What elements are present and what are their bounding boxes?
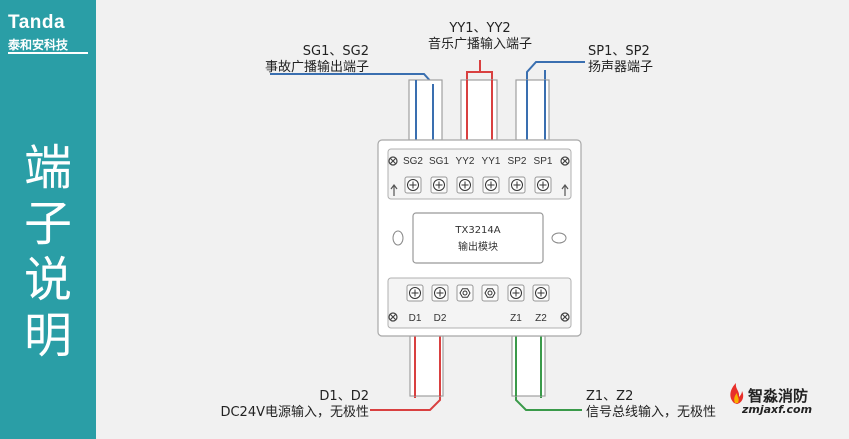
label-sg-desc: 事故广播输出端子 [264,60,369,75]
label-sg: SG1、SG2 事故广播输出端子 [265,44,369,76]
sidebar: Tanda 泰和安科技 端 子 说 明 [0,0,96,439]
terminal-z2-screw-icon [532,284,550,302]
terminal-label-sg1: SG1 [428,156,449,167]
arrow-up-icons [390,184,569,196]
terminal-sp1-screw-icon [534,176,552,194]
terminal-label-yy1: YY1 [481,156,501,167]
terminal-sp2-screw-icon [508,176,526,194]
terminal-z1-screw-icon [507,284,525,302]
screw-bottom-right-icon [560,312,570,322]
terminal-label-sg2: SG2 [402,156,423,167]
label-sp: SP1、SP2 扬声器端子 [588,44,653,76]
terminal-label-sp1: SP1 [533,156,553,167]
brand-divider [8,52,88,54]
label-d-desc: DC24V电源输入，无极性 [220,405,369,420]
label-yy-codes: YY1、YY2 [449,21,511,36]
cable-inner-wires [414,80,546,396]
terminal-sg1-screw-icon [430,176,448,194]
terminal-d1-screw-icon [406,284,424,302]
label-sp-desc: 扬声器端子 [588,60,654,75]
terminal-label-sp2: SP2 [507,156,527,167]
arrow-up-left-icon [390,184,398,196]
terminal-d2-screw-icon [431,284,449,302]
brand-name-en: Tanda [8,12,66,33]
terminal-label-z1: Z1 [510,313,522,324]
module-label-box [412,212,544,264]
screw-top-left-icon [388,156,398,166]
brand-name-cn: 泰和安科技 [8,38,69,52]
label-yy: YY1、YY2 音乐广播输入端子 [405,21,555,53]
label-yy-desc: 音乐广播输入端子 [427,37,532,52]
watermark-flame-icon [730,383,744,404]
watermark-name: 智淼消防 [748,387,809,405]
module-model: TX3214A [455,225,501,236]
mounting-hole-left [392,230,404,246]
label-sp-codes: SP1、SP2 [588,44,650,59]
terminal-blank2-hex-icon [481,284,499,302]
module-name: 输出模块 [458,242,498,253]
watermark-url: zmjaxf.com [742,403,813,416]
terminal-sg2-screw-icon [404,176,422,194]
label-z: Z1、Z2 信号总线输入，无极性 [586,389,716,421]
terminal-label-z2: Z2 [535,313,547,324]
label-z-codes: Z1、Z2 [586,389,634,404]
terminal-label-yy2: YY2 [455,156,475,167]
mounting-screws [388,156,570,322]
terminal-label-d2: D2 [433,313,447,324]
top-terminal-screws [404,176,552,194]
terminal-yy1-screw-icon [482,176,500,194]
screw-bottom-left-icon [388,312,398,322]
label-sg-codes: SG1、SG2 [302,44,369,59]
page-title: 端 子 说 明 [23,140,72,364]
terminal-blank1-hex-icon [456,284,474,302]
terminal-label-d1: D1 [408,313,422,324]
arrow-up-right-icon [561,184,569,196]
label-d: D1、D2 DC24V电源输入，无极性 [220,389,369,421]
label-z-desc: 信号总线输入，无极性 [586,405,717,420]
bottom-terminal-screws [406,284,550,302]
label-d-codes: D1、D2 [319,389,369,404]
mounting-hole-right [551,232,567,244]
terminal-yy2-screw-icon [456,176,474,194]
screw-top-right-icon [560,156,570,166]
